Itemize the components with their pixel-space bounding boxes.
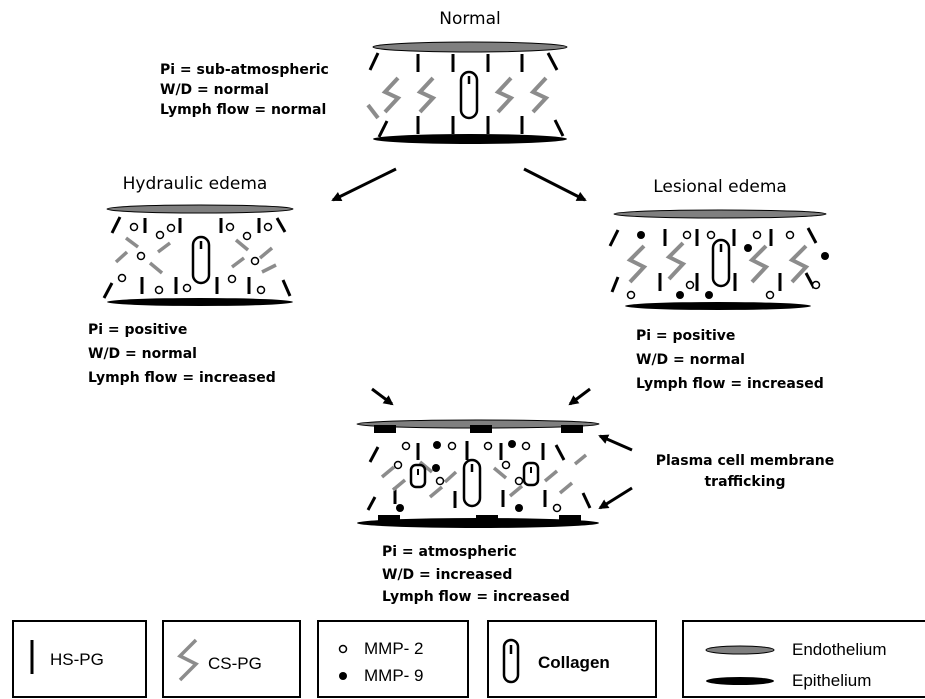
lesional-panel: Lesional edema xyxy=(608,177,829,392)
lesional-param-lymph: Lymph flow = increased xyxy=(636,376,824,392)
combined-params: Pi = atmospheric W/D = increased Lymph f… xyxy=(382,544,570,605)
epithelium-icon xyxy=(706,677,774,685)
arrow-trafficking-bottom xyxy=(598,486,633,510)
combined-param-lymph: Lymph flow = increased xyxy=(382,589,570,605)
combined-collagen-group xyxy=(409,458,540,508)
lesional-title: Lesional edema xyxy=(653,177,787,197)
normal-params: Pi = sub-atmospheric W/D = normal Lymph … xyxy=(160,62,329,118)
combined-membrane-patches xyxy=(374,425,583,523)
normal-param-lymph: Lymph flow = normal xyxy=(160,102,326,118)
hydraulic-param-pi: Pi = positive xyxy=(88,322,187,338)
legend-collagen: Collagen xyxy=(487,620,657,698)
normal-title: Normal xyxy=(439,9,501,29)
normal-param-pi: Pi = sub-atmospheric xyxy=(160,62,329,78)
arrow-trafficking-top xyxy=(598,434,633,452)
trafficking-label-line1: Plasma cell membrane xyxy=(656,453,835,469)
hydraulic-epithelium xyxy=(107,298,293,306)
lesional-mmp2-group xyxy=(626,230,821,300)
hydraulic-cs-pg-group xyxy=(114,236,277,275)
lesional-endothelium xyxy=(613,209,827,219)
lesional-mmp9-group xyxy=(637,231,829,299)
lesional-cs-pg-group xyxy=(626,241,810,284)
lesional-collagen xyxy=(711,238,731,288)
legend-mmp2-label: MMP- 2 xyxy=(364,639,424,658)
lesional-epithelium xyxy=(625,302,811,310)
combined-param-pi: Pi = atmospheric xyxy=(382,544,517,560)
legend-mmp9-label: MMP- 9 xyxy=(364,666,424,685)
lesional-param-wd: W/D = normal xyxy=(636,352,745,368)
arrow-lesional-to-combined xyxy=(568,387,591,406)
combined-hs-pg-group xyxy=(366,441,592,511)
normal-epithelium xyxy=(373,134,567,144)
hydraulic-param-wd: W/D = normal xyxy=(88,346,197,362)
combined-mmp9-group xyxy=(396,440,523,512)
lesional-params: Pi = positive W/D = normal Lymph flow = … xyxy=(636,328,824,392)
lesional-param-pi: Pi = positive xyxy=(636,328,735,344)
hydraulic-panel: Hydraulic edema xyxy=(88,174,294,386)
hydraulic-param-lymph: Lymph flow = increased xyxy=(88,370,276,386)
arrow-hydraulic-to-combined xyxy=(371,387,394,406)
legend-hs-pg-label: HS-PG xyxy=(50,650,104,669)
normal-endothelium xyxy=(372,41,568,53)
cs-pg-icon xyxy=(177,638,199,682)
combined-mmp2-group xyxy=(393,441,562,513)
combined-panel: Plasma cell membrane trafficking Pi = at… xyxy=(356,419,835,605)
legend-membranes: Endothelium Epithelium xyxy=(682,620,925,698)
hydraulic-endothelium xyxy=(106,204,294,214)
trafficking-label-line2: trafficking xyxy=(704,474,785,490)
legend-endothelium-label: Endothelium xyxy=(792,640,887,659)
legend: HS-PG CS-PG MMP- 2 MMP- 9 Collagen xyxy=(12,620,925,698)
arrow-to-lesional xyxy=(523,167,587,202)
collagen-icon xyxy=(502,638,520,684)
normal-panel: Normal Pi = sub- xyxy=(160,9,568,144)
legend-mmp: MMP- 2 MMP- 9 xyxy=(317,620,469,698)
normal-param-wd: W/D = normal xyxy=(160,82,269,98)
normal-collagen xyxy=(459,70,479,120)
legend-epithelium-label: Epithelium xyxy=(792,671,871,690)
hydraulic-title: Hydraulic edema xyxy=(123,174,268,194)
mmp9-icon xyxy=(339,672,347,680)
hydraulic-collagen xyxy=(191,235,211,285)
hydraulic-hs-pg-group xyxy=(102,216,292,299)
lesional-hs-pg-group xyxy=(608,227,818,293)
hydraulic-params: Pi = positive W/D = normal Lymph flow = … xyxy=(88,322,276,386)
combined-param-wd: W/D = increased xyxy=(382,567,512,583)
legend-hs-pg: HS-PG xyxy=(12,620,147,698)
normal-cs-pg-group xyxy=(366,76,550,120)
normal-hs-pg-group xyxy=(368,52,565,138)
hydraulic-mmp2-group xyxy=(117,222,273,295)
arrow-to-hydraulic xyxy=(331,167,397,202)
mmp2-icon xyxy=(338,644,348,654)
legend-cs-pg: CS-PG xyxy=(162,620,301,698)
legend-cs-pg-label: CS-PG xyxy=(208,654,262,673)
legend-collagen-label: Collagen xyxy=(538,653,610,672)
endothelium-icon xyxy=(705,645,775,655)
combined-cs-pg-group xyxy=(380,453,588,499)
